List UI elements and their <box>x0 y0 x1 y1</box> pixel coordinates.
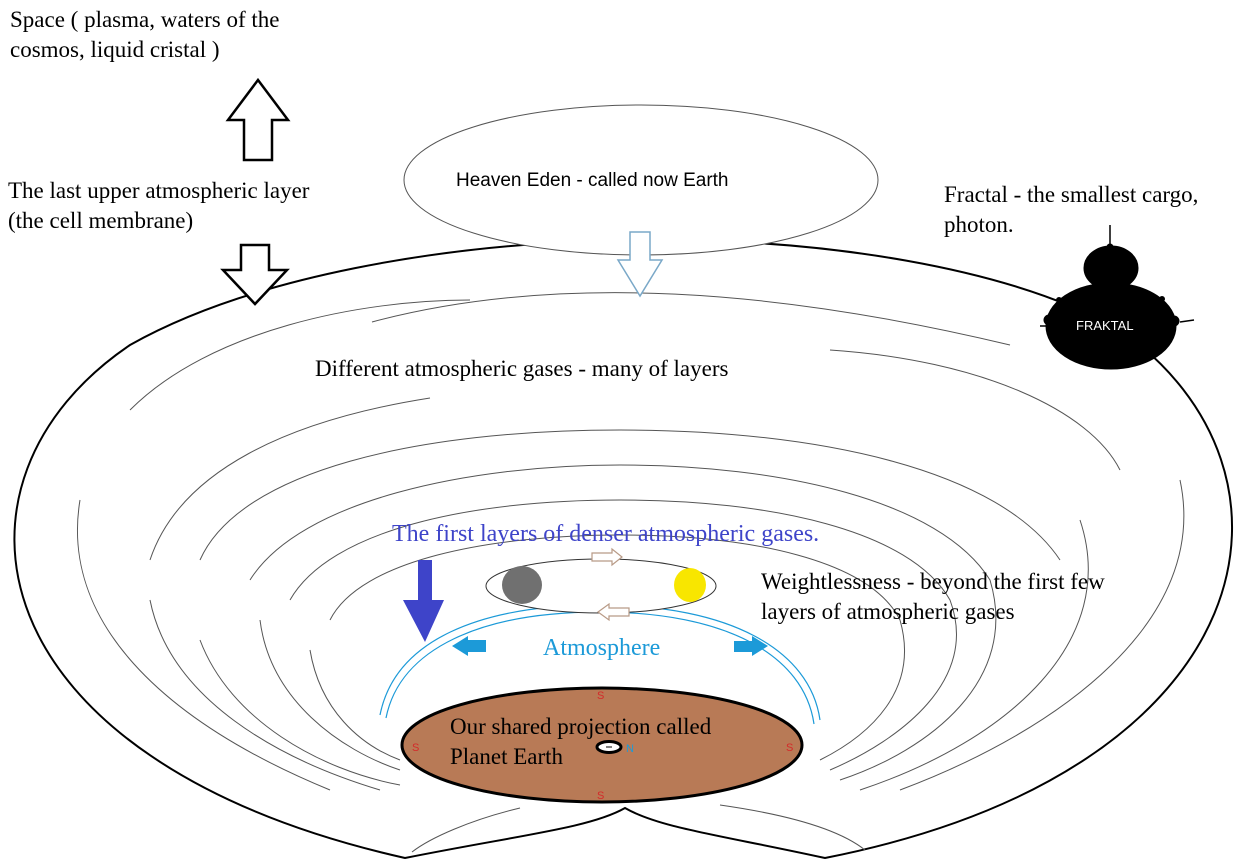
fractal-label: Fractal - the smallest cargo, photon. <box>944 182 1199 237</box>
space-label: Space ( plasma, waters of the cosmos, li… <box>10 7 280 62</box>
yellow-sun <box>674 568 706 602</box>
atmospheric-gases-label: Different atmospheric gases - many of la… <box>315 356 729 381</box>
atmosphere-label: Atmosphere <box>543 635 661 661</box>
layer-arc <box>149 397 431 561</box>
layer-arc <box>199 639 401 786</box>
layer-arc <box>149 599 381 791</box>
planet-earth-label: Our shared projection called Planet Eart… <box>450 714 712 769</box>
hollow-down-arrow-icon <box>220 243 290 306</box>
fraktal-badge: FRAKTAL <box>1076 318 1134 333</box>
layer-arc <box>829 349 1121 471</box>
layer-arc <box>329 534 905 761</box>
membrane-label: The last upper atmospheric layer (the ce… <box>8 178 310 233</box>
layer-arc <box>411 807 521 853</box>
heaven-down-arrow-icon <box>616 231 664 298</box>
first-layers-label: The first layers of denser atmospheric g… <box>392 521 820 547</box>
pole-label-top: S <box>597 690 604 702</box>
layer-arc <box>309 649 401 761</box>
dense-gases-down-arrow-icon <box>403 560 444 642</box>
planet-orbit <box>485 547 717 622</box>
layer-arc <box>76 499 331 791</box>
pole-label-left: S <box>412 742 419 754</box>
layer-arc <box>859 519 1089 791</box>
atmosphere-right-arrow-icon <box>734 636 768 656</box>
mandelbrot-fractal-icon <box>1040 225 1195 370</box>
layer-arc <box>259 619 401 771</box>
pole-label-north: N <box>626 743 634 755</box>
layer-arc <box>249 464 997 781</box>
atmosphere-left-arrow-icon <box>452 636 486 656</box>
layer-arc <box>199 429 1061 561</box>
grey-planet <box>502 566 542 604</box>
layer-arc <box>289 499 957 771</box>
atmospheric-layer-arcs <box>76 292 1185 853</box>
weightlessness-label: Weightlessness - beyond the first few la… <box>761 569 1105 624</box>
layer-arc <box>899 479 1185 791</box>
orbit-arrow-left-icon <box>596 602 630 622</box>
hollow-up-arrow-icon <box>225 77 291 162</box>
heaven-eden-label: Heaven Eden - called now Earth <box>456 170 729 191</box>
layer-arc <box>129 299 471 411</box>
pole-label-right: S <box>786 742 793 754</box>
pole-label-bottom: S <box>597 790 604 802</box>
orbit-arrow-right-icon <box>591 547 623 567</box>
layer-arc <box>371 292 1011 346</box>
layer-arc <box>719 804 866 851</box>
